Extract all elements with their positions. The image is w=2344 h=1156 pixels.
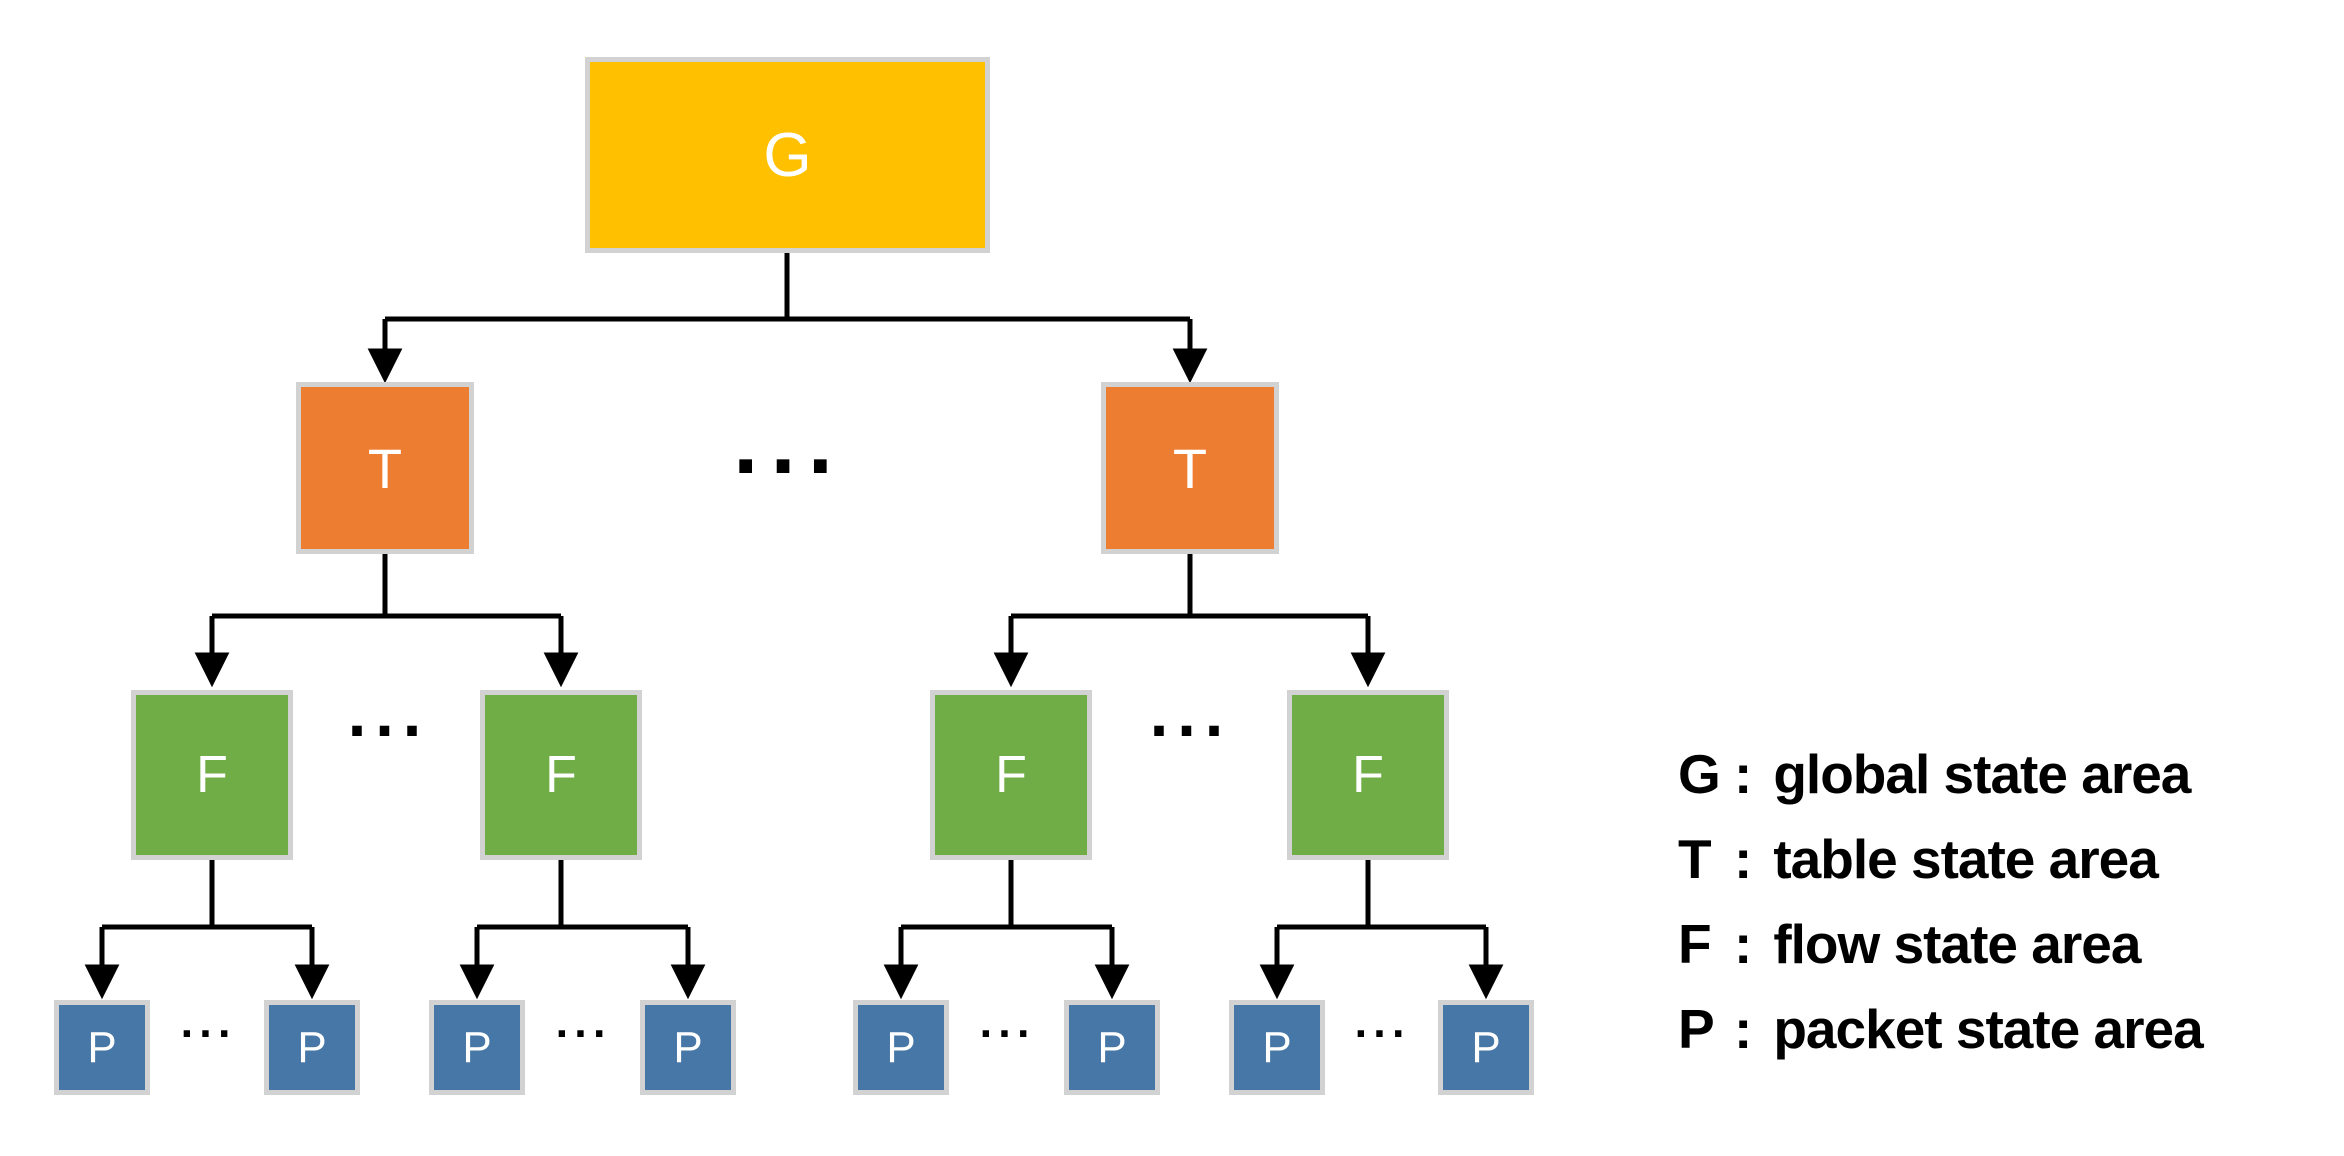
legend-colon: : <box>1734 743 1752 805</box>
ellipsis: ... <box>554 1005 612 1046</box>
legend-symbol: T <box>1678 828 1712 890</box>
packet-state-node: P <box>1438 1000 1534 1095</box>
legend-symbol: G <box>1678 743 1721 805</box>
legend-description: packet state area <box>1773 998 2203 1060</box>
packet-state-node: P <box>264 1000 360 1095</box>
packet-state-node: P <box>853 1000 949 1095</box>
flow-state-node: F <box>480 690 642 860</box>
global-state-node: G <box>585 57 990 253</box>
legend-description: flow state area <box>1773 913 2141 975</box>
legend-colon: : <box>1734 828 1752 890</box>
table-state-node: T <box>296 382 474 554</box>
table-state-node: T <box>1101 382 1279 554</box>
ellipsis: ... <box>179 1005 237 1046</box>
legend-symbol: P <box>1678 998 1715 1060</box>
packet-state-node: P <box>1064 1000 1160 1095</box>
ellipsis: ... <box>978 1005 1036 1046</box>
ellipsis: ... <box>731 406 845 490</box>
flow-state-node: F <box>930 690 1092 860</box>
packet-state-node: P <box>54 1000 150 1095</box>
ellipsis: ... <box>1148 686 1232 749</box>
legend-item: P : packet state area <box>1678 987 2204 1072</box>
legend-colon: : <box>1734 913 1752 975</box>
legend-item: G : global state area <box>1678 732 2203 817</box>
ellipsis: ... <box>1353 1005 1411 1046</box>
legend-colon: : <box>1734 998 1752 1060</box>
legend-description: table state area <box>1773 828 2158 890</box>
legend: G : global state area T : table state ar… <box>1678 732 2204 1072</box>
legend-symbol: F <box>1678 913 1712 975</box>
flow-state-node: F <box>1287 690 1449 860</box>
legend-item: F : flow state area <box>1678 902 2203 987</box>
legend-description: global state area <box>1773 743 2191 805</box>
packet-state-node: P <box>640 1000 736 1095</box>
legend-item: T : table state area <box>1678 817 2203 902</box>
flow-state-node: F <box>131 690 293 860</box>
packet-state-node: P <box>429 1000 525 1095</box>
packet-state-node: P <box>1229 1000 1325 1095</box>
ellipsis: ... <box>346 686 430 749</box>
